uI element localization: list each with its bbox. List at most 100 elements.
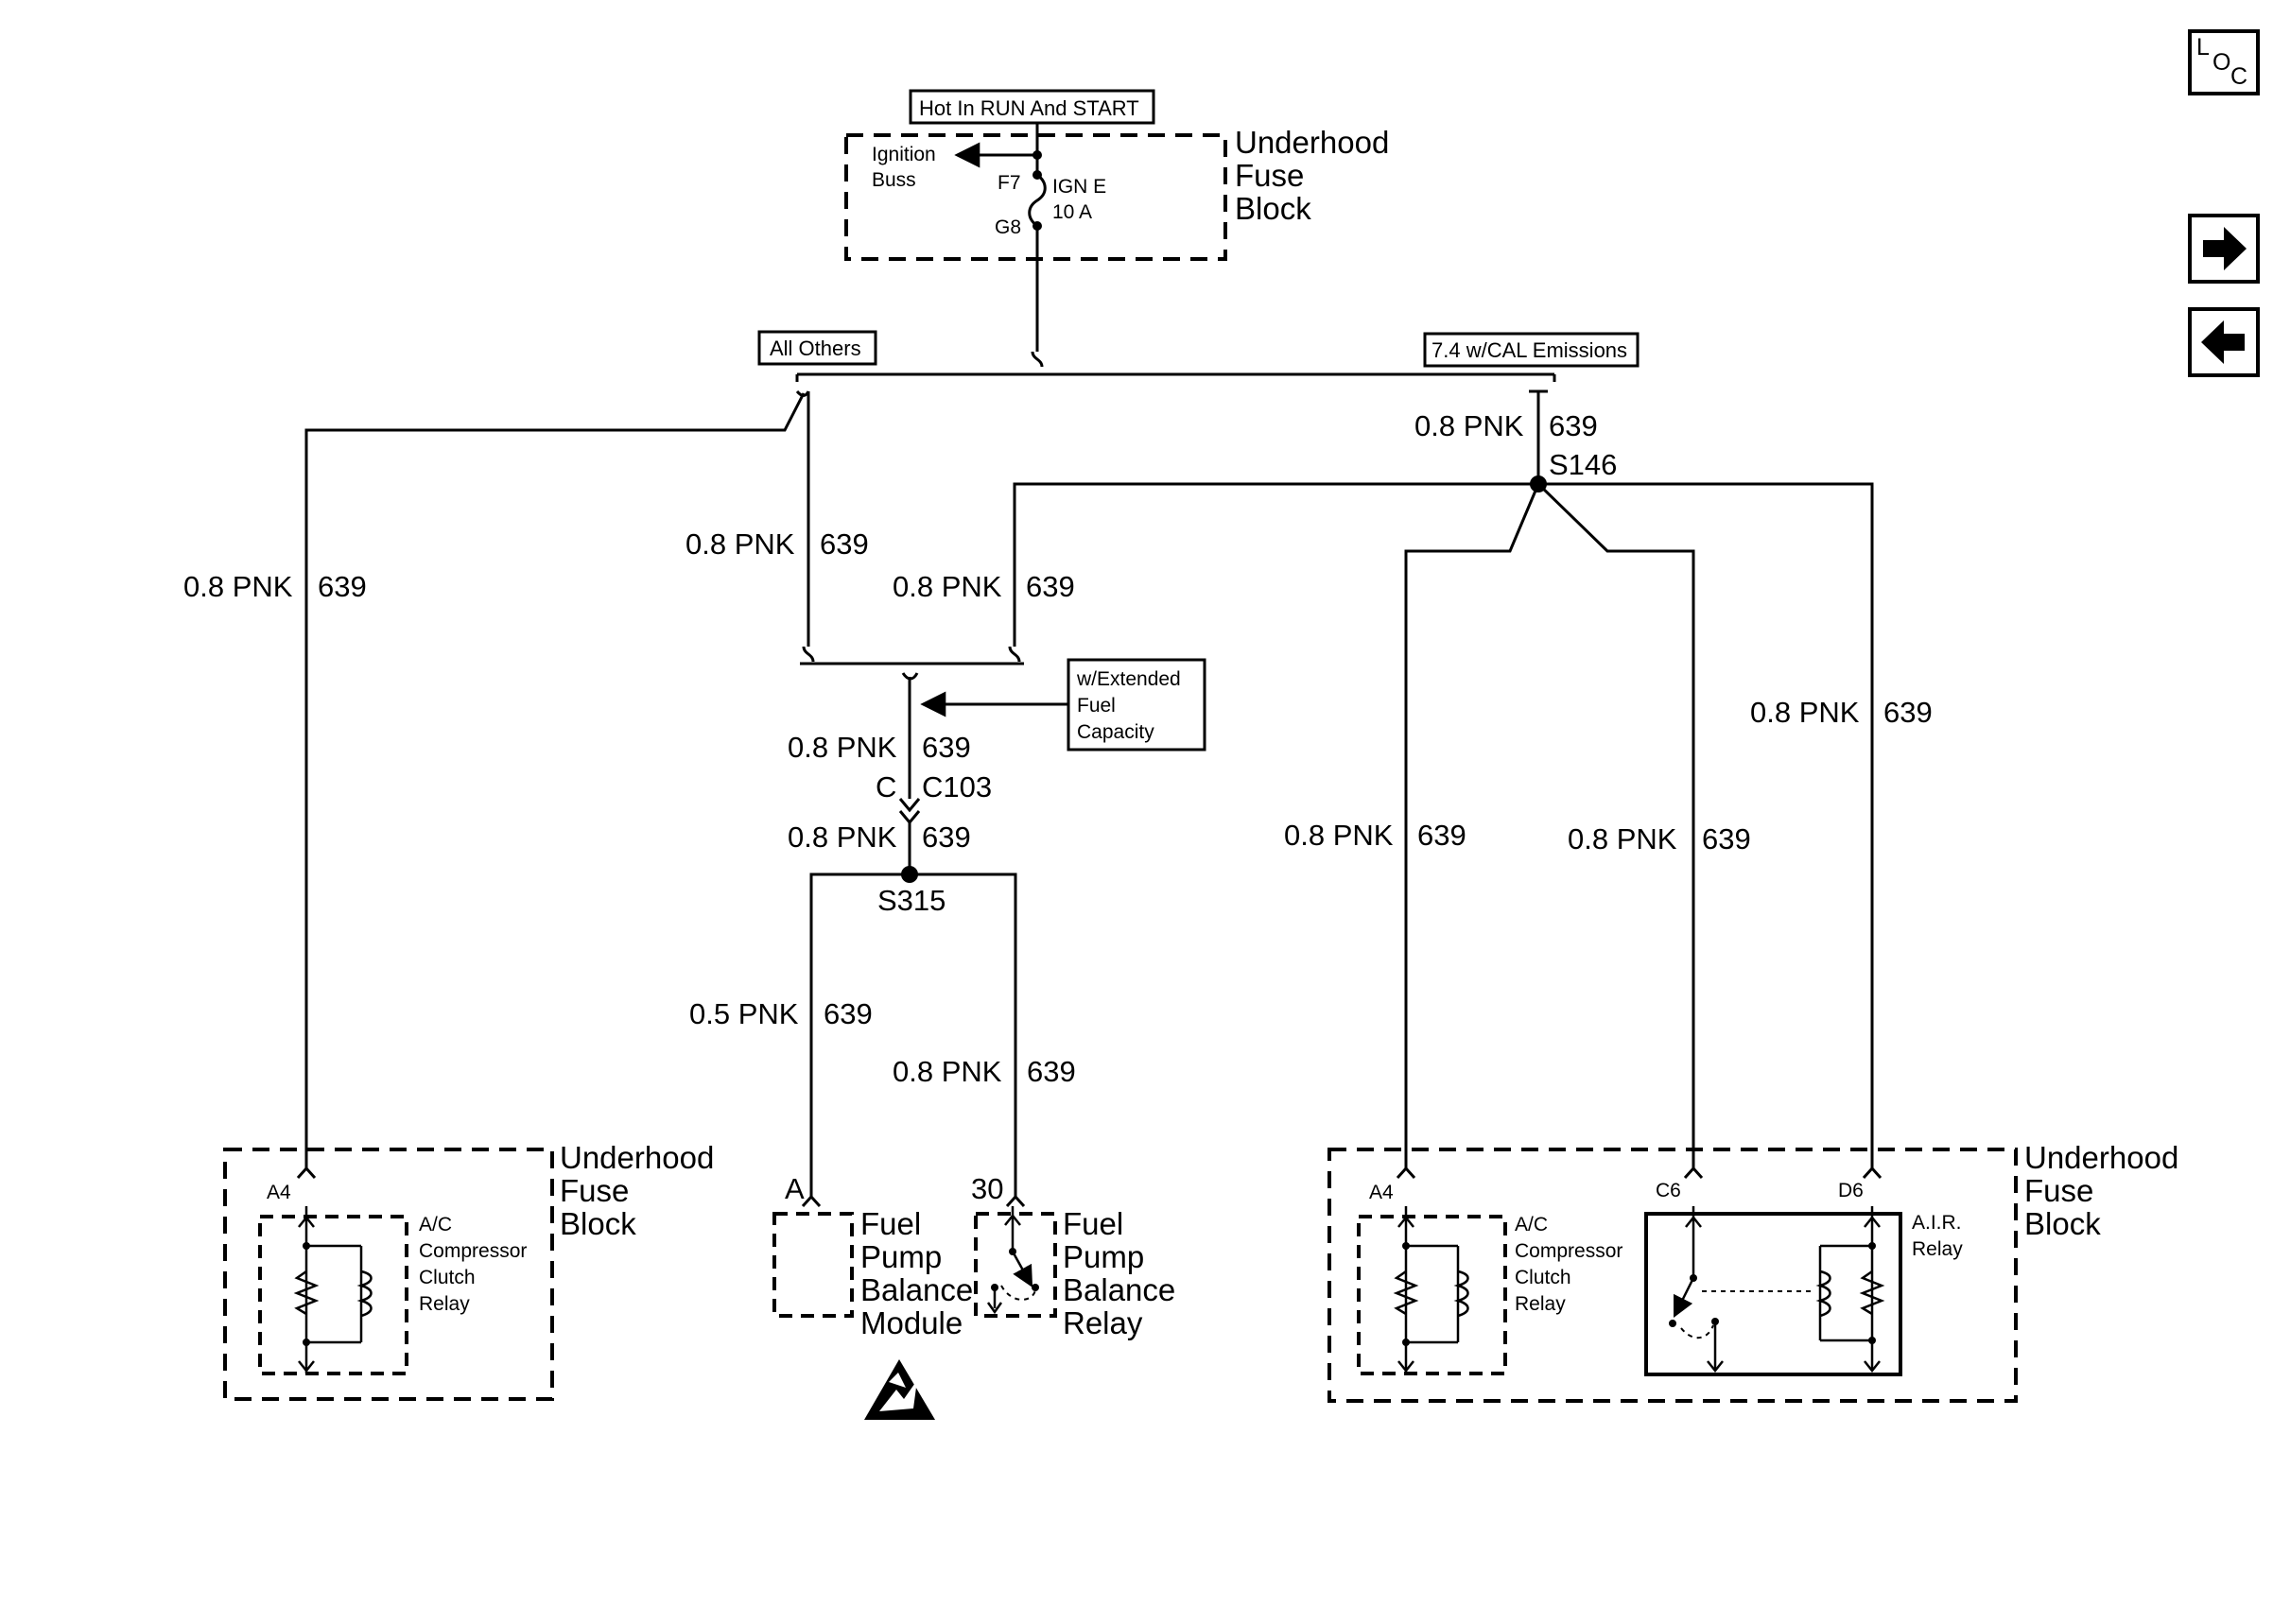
all-others-label: All Others: [757, 330, 877, 366]
right-ac-label-1: A/C: [1515, 1214, 1548, 1235]
wire-size-label: 0.5 PNK: [689, 997, 799, 1030]
wire-circuit-label: 639: [1027, 1055, 1076, 1088]
fp-relay-label-4: Relay: [1063, 1305, 1143, 1340]
extended-label-2: Fuel: [1077, 695, 1116, 717]
hot-in-run-start-label: Hot In RUN And START: [909, 89, 1155, 125]
wire-circuit-label: 639: [1702, 822, 1751, 855]
wire-circuit-label: 639: [824, 997, 873, 1030]
fp-relay-label-1: Fuel: [1063, 1206, 1123, 1241]
right-pin-d6: D6: [1838, 1180, 1864, 1201]
left-relay-label-2: Compressor: [419, 1240, 527, 1262]
underhood-fuse-block-left: [223, 1148, 554, 1401]
s315-branches: [801, 872, 1026, 1208]
cal-emissions-label: 7.4 w/CAL Emissions: [1423, 332, 1640, 368]
left-relay-label-3: Clutch: [419, 1267, 476, 1288]
left-block-label-3: Block: [560, 1206, 636, 1241]
wire-size-label: 0.8 PNK: [685, 527, 795, 561]
fuse-pin-f7: F7: [998, 172, 1021, 194]
fp-relay-pin-30: 30: [971, 1172, 1003, 1205]
wire-circuit-label: 639: [922, 821, 971, 854]
top-block-label-3: Block: [1235, 191, 1311, 226]
left-relay-label-1: A/C: [419, 1214, 452, 1235]
wire-size-label: 0.8 PNK: [183, 570, 293, 603]
fp-module-label-2: Pump: [860, 1239, 942, 1274]
wire-circuit-label: 639: [922, 731, 971, 764]
loc-letter-c: C: [2230, 63, 2247, 90]
extended-fuel-bus: [800, 662, 1024, 874]
wire-size-label: 0.8 PNK: [1284, 819, 1394, 852]
top-block-label-2: Fuse: [1235, 158, 1304, 193]
wire-size-label: 0.8 PNK: [893, 570, 1002, 603]
left-block-label-2: Fuse: [560, 1173, 629, 1208]
loc-button[interactable]: L O C: [2188, 29, 2260, 95]
fuel-pump-balance-relay: [974, 1206, 1057, 1318]
right-block-label-2: Fuse: [2024, 1173, 2093, 1208]
wire-size-label: 0.8 PNK: [788, 731, 897, 764]
c103-connector-label: C103: [922, 770, 992, 803]
right-ac-label-3: Clutch: [1515, 1267, 1571, 1288]
right-pin-c6: C6: [1656, 1180, 1681, 1201]
wire-circuit-label: 639: [820, 527, 869, 561]
wire-circuit-label: 639: [1549, 409, 1598, 442]
splice-s315-label: S315: [877, 884, 946, 917]
fp-module-pin-a: A: [785, 1172, 805, 1205]
extended-label-1: w/Extended: [1076, 668, 1181, 690]
fp-module-label-3: Balance: [860, 1272, 973, 1307]
fuse-name: IGN E: [1052, 176, 1106, 198]
wire-circuit-label: 639: [1883, 696, 1933, 729]
wire-size-label: 0.8 PNK: [788, 821, 897, 854]
fp-relay-label-2: Pump: [1063, 1239, 1144, 1274]
cal-emissions-text: 7.4 w/CAL Emissions: [1431, 338, 1627, 362]
left-relay-label-4: Relay: [419, 1293, 470, 1315]
hot-label-text: Hot In RUN And START: [919, 96, 1139, 120]
fuse-rating: 10 A: [1052, 201, 1092, 223]
right-block-label-1: Underhood: [2024, 1140, 2178, 1175]
wire-size-label: 0.8 PNK: [1750, 696, 1860, 729]
fp-relay-label-3: Balance: [1063, 1272, 1175, 1307]
back-button[interactable]: [2188, 307, 2260, 377]
splice-s146-label: S146: [1549, 448, 1617, 481]
fp-module-label-1: Fuel: [860, 1206, 921, 1241]
cal-feed-wire: [1529, 389, 1548, 484]
esd-sensitive-icon: [864, 1359, 935, 1420]
wire-circuit-label: 639: [318, 570, 367, 603]
right-ac-label-2: Compressor: [1515, 1240, 1622, 1262]
air-relay-label-2: Relay: [1912, 1238, 1963, 1260]
right-ac-clutch-relay: [1357, 1206, 1507, 1375]
wire-circuit-label: 639: [1026, 570, 1075, 603]
wire-size-label: 0.8 PNK: [1414, 409, 1524, 442]
arrow-left-icon: [2201, 320, 2245, 364]
fuel-pump-balance-module: [772, 1212, 854, 1318]
center-drop-wire: [802, 391, 815, 663]
left-wire: [304, 389, 810, 1168]
option-bus: [795, 372, 1556, 382]
forward-button[interactable]: [2188, 214, 2260, 284]
underhood-fuse-block-right: [1327, 1148, 2018, 1403]
right-ac-label-4: Relay: [1515, 1293, 1566, 1315]
ign-e-fuse: [954, 123, 1047, 368]
air-relay-label-1: A.I.R.: [1912, 1212, 1962, 1234]
fp-module-label-4: Module: [860, 1305, 963, 1340]
s146-branches: [1008, 482, 1874, 1168]
ignition-buss-label-2: Buss: [872, 169, 916, 191]
loc-letter-l: L: [2196, 34, 2210, 60]
top-block-label-1: Underhood: [1235, 125, 1389, 160]
left-block-label-1: Underhood: [560, 1140, 714, 1175]
ignition-buss-label-1: Ignition: [872, 144, 936, 165]
left-pin-a4: A4: [267, 1182, 291, 1203]
wire-size-label: 0.8 PNK: [893, 1055, 1002, 1088]
extended-fuel-capacity-label: w/Extended Fuel Capacity: [1067, 658, 1206, 752]
c103-pin-label: C: [876, 770, 896, 803]
right-pin-a4: A4: [1369, 1182, 1394, 1203]
air-relay: [1644, 1206, 1902, 1376]
wire-size-label: 0.8 PNK: [1568, 822, 1677, 855]
right-block-label-3: Block: [2024, 1206, 2101, 1241]
fuse-pin-g8: G8: [995, 216, 1021, 238]
extended-label-3: Capacity: [1077, 721, 1154, 743]
all-others-text: All Others: [770, 337, 861, 360]
left-ac-clutch-relay: [258, 1206, 408, 1375]
loc-letter-o: O: [2212, 49, 2230, 76]
wire-circuit-label: 639: [1417, 819, 1466, 852]
arrow-right-icon: [2203, 227, 2247, 270]
